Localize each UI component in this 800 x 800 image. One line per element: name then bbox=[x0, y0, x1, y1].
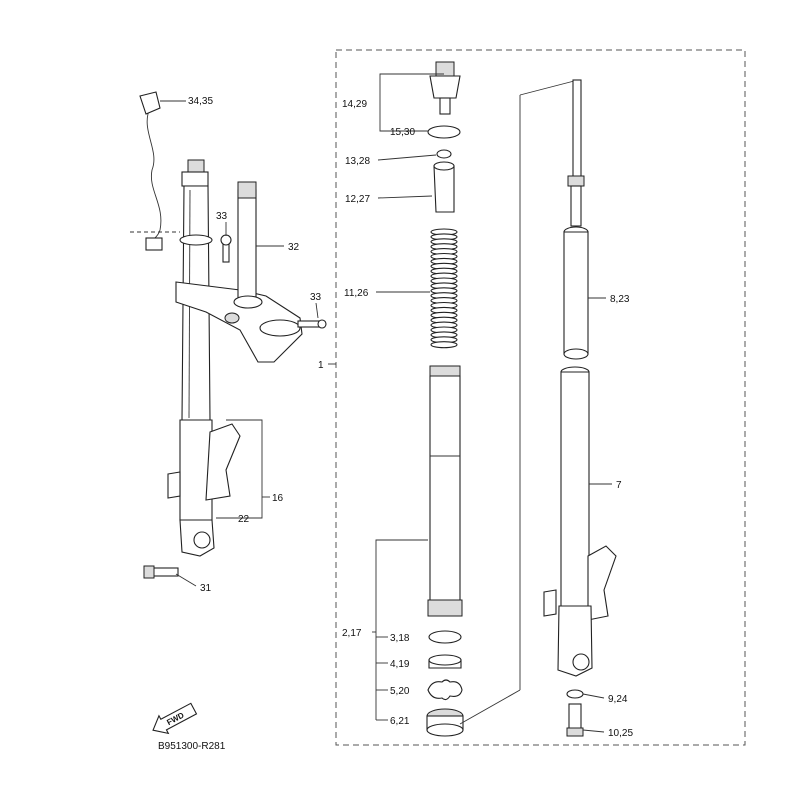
callout-4-19: 4,19 bbox=[390, 659, 410, 670]
callout-1: 1 bbox=[318, 360, 324, 371]
assembled-fork bbox=[130, 91, 327, 579]
callout-7: 7 bbox=[616, 480, 622, 491]
callout-5-20: 5,20 bbox=[390, 686, 410, 697]
cap-bolt-body bbox=[429, 75, 461, 99]
outer-tube bbox=[560, 371, 590, 607]
bolt-33-lower-head bbox=[317, 319, 327, 329]
damper-rod bbox=[572, 79, 582, 181]
caliper-bracket bbox=[205, 423, 241, 501]
outer-caliper-bracket bbox=[587, 545, 617, 621]
handlebar-ring bbox=[179, 234, 213, 246]
outer-axle-hole bbox=[572, 653, 590, 671]
oil-seal-bottom bbox=[426, 723, 464, 737]
callout-14-29: 14,29 bbox=[342, 99, 367, 110]
callout-32: 32 bbox=[288, 242, 300, 253]
cap-bolt-stem bbox=[439, 97, 451, 115]
clamp-bore bbox=[259, 319, 301, 337]
exploded-center-column bbox=[426, 61, 464, 737]
inner-tube bbox=[429, 375, 461, 601]
guard-bracket bbox=[167, 471, 181, 499]
slide-bushing bbox=[428, 630, 462, 644]
guide-line-c bbox=[459, 689, 521, 725]
guide-line-a bbox=[519, 79, 579, 96]
inner-tube-collar bbox=[429, 365, 461, 377]
damper-body bbox=[563, 231, 589, 355]
leader-lines bbox=[160, 73, 612, 733]
wire-plug bbox=[145, 237, 163, 251]
fwd-arrow-icon: FWD bbox=[152, 702, 198, 735]
callout-3-18: 3,18 bbox=[390, 633, 410, 644]
drain-washer bbox=[566, 689, 584, 699]
callout-33-lower: 33 bbox=[310, 292, 322, 303]
sensor-connector bbox=[139, 91, 161, 115]
spacer-tube bbox=[433, 165, 455, 213]
callout-6-21: 6,21 bbox=[390, 716, 410, 727]
callout-10-25: 10,25 bbox=[608, 728, 633, 739]
sensor-wire bbox=[146, 107, 162, 245]
steering-stem-thread bbox=[237, 181, 257, 199]
steering-stem-base bbox=[233, 295, 263, 309]
callout-15-30: 15,30 bbox=[390, 127, 415, 138]
callout-11-26: 11,26 bbox=[344, 288, 369, 299]
callout-31: 31 bbox=[200, 583, 212, 594]
fork-spring bbox=[430, 228, 458, 349]
callout-33-upper: 33 bbox=[216, 211, 228, 222]
axle-hole bbox=[193, 531, 211, 549]
outer-guard-bracket bbox=[543, 589, 557, 617]
clip-washer bbox=[427, 679, 463, 701]
fork-cap-nut bbox=[181, 171, 209, 187]
damper-rod-nut bbox=[567, 175, 585, 187]
washer bbox=[436, 149, 452, 159]
guide-bushing-top bbox=[428, 654, 462, 666]
clamp-boss bbox=[224, 312, 240, 324]
steering-stem bbox=[237, 189, 257, 303]
callout-8-23: 8,23 bbox=[610, 294, 630, 305]
bolt-31-head bbox=[143, 565, 155, 579]
callout-34-35: 34,35 bbox=[188, 96, 213, 107]
o-ring bbox=[427, 125, 461, 139]
subassembly-boundary bbox=[335, 49, 746, 746]
callout-9-24: 9,24 bbox=[608, 694, 628, 705]
damper-bottom bbox=[563, 348, 589, 360]
callout-22: 22 bbox=[238, 514, 250, 525]
callout-16: 16 bbox=[272, 493, 284, 504]
spring-coil bbox=[430, 341, 458, 349]
damper-rod-lower bbox=[570, 185, 582, 227]
inner-tube-bottom bbox=[427, 599, 463, 617]
drain-bolt-head bbox=[566, 727, 584, 737]
diagram-code: B951300-R281 bbox=[158, 741, 226, 752]
lower-triple-clamp bbox=[175, 281, 303, 363]
callout-2-17: 2,17 bbox=[342, 628, 362, 639]
callout-labels: 34,35 14,29 15,30 13,28 12,27 33 32 33 1… bbox=[188, 96, 633, 739]
callout-12-27: 12,27 bbox=[345, 194, 370, 205]
spacer-top bbox=[433, 161, 455, 171]
callout-13-28: 13,28 bbox=[345, 156, 370, 167]
bolt-33-upper-head bbox=[220, 234, 232, 246]
exploded-right-column bbox=[543, 79, 617, 737]
fork-lower-tube bbox=[179, 419, 213, 521]
